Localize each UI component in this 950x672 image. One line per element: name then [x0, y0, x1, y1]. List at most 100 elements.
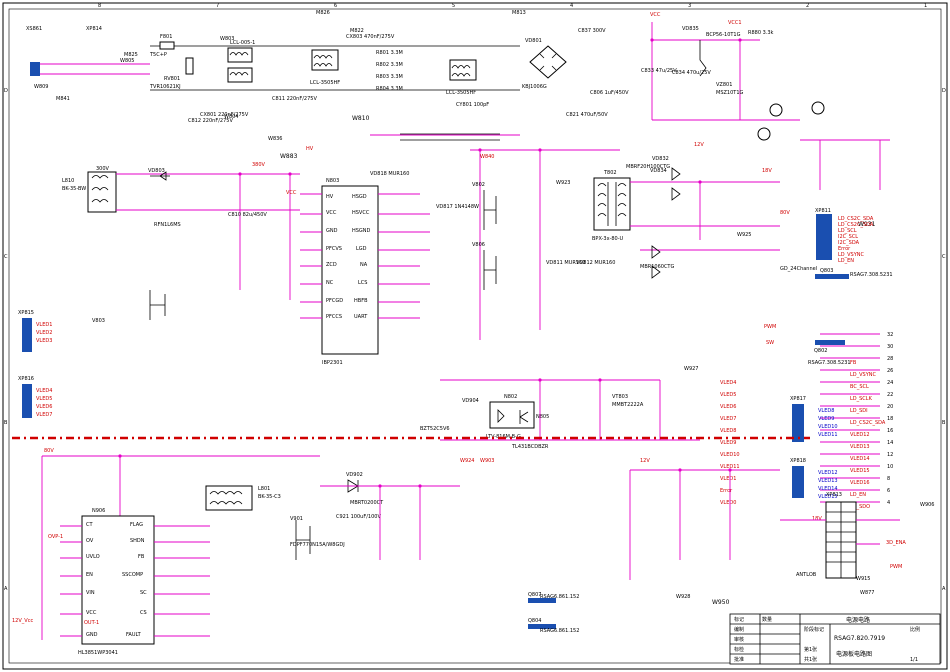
- diode-value: MBRT0200CT: [350, 500, 384, 506]
- ic-pin: UART: [354, 314, 368, 320]
- cap-label: C821 470uF/50V: [566, 112, 608, 118]
- ruler-mark: 4: [570, 3, 573, 9]
- ic-pin: CT: [86, 522, 93, 528]
- ic-pin: LCS: [358, 280, 367, 286]
- title-sheets: 共1张: [804, 656, 817, 663]
- net-label: SW: [766, 340, 774, 346]
- common-mode-choke-icon: [449, 59, 477, 81]
- net-label: W931: [858, 221, 876, 228]
- common-mode-choke-icon: [227, 47, 253, 83]
- vled-label: VLED6: [720, 404, 736, 410]
- transistor-label: V901: [290, 516, 303, 522]
- diode-label: VD812 MUR160: [576, 260, 615, 266]
- bridge-label: VD801: [525, 38, 542, 44]
- cap-label: CX801 220nF/275V: [200, 112, 249, 118]
- optocoupler-label: N802: [504, 394, 517, 400]
- varistor-label: RV801: [164, 76, 180, 82]
- net-label: LD_EN: [850, 492, 866, 498]
- ic-pin: VIN: [86, 590, 95, 596]
- voltage-label: 80V: [44, 448, 54, 454]
- net-label: LD_VSYNC: [850, 372, 877, 378]
- connector-part: RSAG7.308.5231: [808, 360, 851, 366]
- diode-label: VD834: [650, 168, 667, 174]
- ic-pin: NA: [360, 262, 368, 268]
- transistor-label: VT803: [612, 394, 628, 400]
- ruler-side: D C B A D C B A: [4, 88, 946, 592]
- net-label: 18V: [812, 516, 822, 522]
- part-label: BCP56-10T1G: [706, 32, 741, 38]
- connector-label: Q807: [528, 592, 541, 598]
- ic-pin: SSCOMP: [122, 572, 143, 578]
- net-label: LD_CS2C_SDA: [850, 420, 886, 426]
- connector-part: GD_24Channel: [780, 266, 817, 272]
- transformer-value: BPX-3x-80-U: [592, 236, 624, 242]
- ruler-mark: 6: [334, 3, 337, 9]
- pin-number: 8: [887, 476, 890, 482]
- net-label: FB: [850, 360, 857, 366]
- pin-number: 18: [887, 416, 893, 422]
- pin-number: 24: [887, 380, 893, 386]
- net-label: HV: [306, 146, 314, 152]
- choke-label: LCL-3505HF: [310, 80, 340, 86]
- net-label: W915: [856, 576, 871, 582]
- net-label: W805: [120, 58, 135, 64]
- connector-part: RSAG7.308.5231: [850, 272, 893, 278]
- ic-pin: OV: [86, 538, 94, 544]
- connector-icon: [528, 598, 556, 603]
- row-mark: C: [942, 254, 946, 260]
- net-label: M826: [316, 10, 330, 16]
- connector-icon: [792, 466, 804, 498]
- ic-pin: ZCD: [326, 262, 337, 268]
- row-mark: C: [4, 254, 8, 260]
- diode-value: MBR1060CTG: [640, 264, 674, 270]
- diode-label: VD902: [346, 472, 363, 478]
- resistor-label: R880 3.3k: [748, 30, 774, 36]
- vled-label: VLED5: [36, 396, 52, 402]
- connector-label: XP815: [18, 310, 34, 316]
- vled-label: Error: [720, 488, 733, 494]
- inductor-label: L810: [62, 178, 74, 184]
- diode-value: BZT52C5V6: [420, 426, 450, 432]
- cap-label: C834 470u/25V: [672, 70, 711, 76]
- title-company: 电源电路: [846, 616, 870, 624]
- vled-label: VLED8: [818, 408, 834, 414]
- voltage-label: 380V: [252, 162, 266, 168]
- inductor-label: L801: [258, 486, 270, 492]
- boost-inductor-icon: [205, 485, 253, 511]
- inductor-value: BK-35-C3: [258, 494, 281, 500]
- vled-label: VLED7: [36, 412, 52, 418]
- vled-label: VLED9: [818, 416, 834, 422]
- pin-header: 32 30 28 26 24 22 20 18 16 14 12 10 8 6 …: [887, 332, 893, 506]
- connector-label: XS861: [26, 26, 42, 32]
- row-mark: B: [4, 420, 8, 426]
- ic-pin: HV: [326, 194, 334, 200]
- diode-label: VD904: [462, 398, 479, 404]
- cap-label: C837 300V: [578, 28, 606, 34]
- diode-value: MSZ10T1G: [716, 90, 744, 96]
- vled-label: VLED4: [36, 388, 52, 394]
- connector-label: XP817: [790, 396, 806, 402]
- vled-label: VLED12: [818, 470, 838, 476]
- transistor-label: VD835: [682, 26, 699, 32]
- pin-number: 32: [887, 332, 893, 338]
- vled-label: VLED0: [720, 500, 736, 506]
- net-label: W804: [224, 114, 239, 120]
- diode-label: VZ801: [716, 82, 732, 88]
- net-label: LD_EN: [838, 258, 854, 264]
- diode-label: VD803: [148, 168, 165, 174]
- connector-icon: [815, 274, 849, 279]
- net-label: I2C_SDA: [838, 240, 860, 246]
- ic-part: TL431BCDBZR: [511, 444, 549, 450]
- varistor-value: TVR10621KJ: [149, 84, 181, 90]
- ic-pin: VCC: [86, 610, 97, 616]
- cap-label: C811 220nF/275V: [272, 96, 317, 102]
- pin-number: 6: [887, 488, 890, 494]
- cap-label: C810 82u/450V: [228, 212, 267, 218]
- connector-label: XP814: [86, 26, 102, 32]
- pin-number: 16: [887, 428, 893, 434]
- resistor-label: R801 3.3M: [376, 50, 403, 56]
- net-label: PWM: [890, 564, 902, 570]
- title-row: 批准: [734, 656, 744, 663]
- inductor-value: BK-35-BW: [62, 186, 86, 192]
- ic-label: N906: [92, 508, 105, 514]
